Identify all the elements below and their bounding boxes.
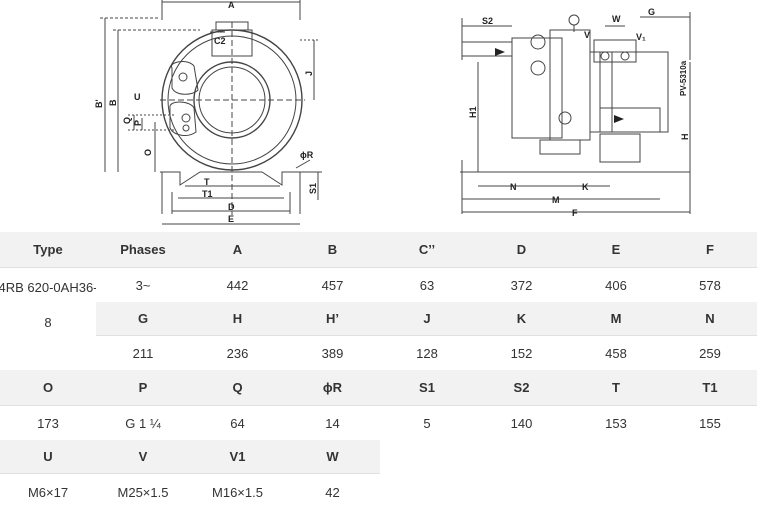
header-cell: D (474, 232, 569, 268)
value-cell: 140 (474, 406, 569, 440)
label-C2: C2 (214, 36, 226, 46)
label-S1: S1 (308, 183, 318, 194)
label-K: K (582, 182, 589, 192)
model-code-label: PV-5310a (679, 60, 688, 96)
value-cell: 153 (569, 406, 663, 440)
value-cell: 372 (474, 268, 569, 302)
type-value-cell: 4RB 620-0AH36- 8 (0, 268, 98, 370)
header-cell: H’ (285, 302, 380, 336)
label-B: B (108, 99, 118, 106)
header-cell: U (0, 440, 96, 474)
label-H1: H1 (468, 106, 478, 118)
value-cell: 152 (474, 336, 569, 370)
label-S2: S2 (482, 16, 493, 26)
label-J: J (304, 71, 314, 76)
header-cell: E (569, 232, 663, 268)
value-cell: 64 (190, 406, 285, 440)
value-cell: 211 (96, 336, 190, 370)
label-V: V (584, 30, 590, 40)
header-cell: P (96, 370, 190, 406)
value-cell: 173 (0, 406, 96, 440)
label-D: D (228, 202, 235, 212)
value-cell: 14 (285, 406, 380, 440)
front-view-drawing (460, 12, 691, 214)
label-T: T (204, 177, 210, 187)
technical-drawing: A B' B C2 J U Q P O T T1 D E ϕR S1 S2 W … (94, 0, 691, 225)
value-cell: 259 (663, 336, 757, 370)
value-cell: 578 (663, 268, 757, 302)
label-F: F (572, 208, 578, 218)
header-cell: T (569, 370, 663, 406)
value-cell: M25×1.5 (96, 474, 190, 510)
header-cell: F (663, 232, 757, 268)
header-cell: J (380, 302, 474, 336)
type-value-line-2: 8 (44, 315, 52, 330)
label-H: H (680, 134, 690, 141)
header-cell: T1 (663, 370, 757, 406)
header-cell: Type (0, 232, 96, 268)
label-N: N (510, 182, 517, 192)
value-cell: 458 (569, 336, 663, 370)
header-cell: B (285, 232, 380, 268)
label-B-prime: B' (94, 99, 104, 108)
value-cell: 389 (285, 336, 380, 370)
value-cell: M6×17 (0, 474, 96, 510)
value-cell: M16×1.5 (190, 474, 285, 510)
label-M: M (552, 195, 560, 205)
header-cell: N (663, 302, 757, 336)
header-cell: V (96, 440, 190, 474)
label-U: U (134, 92, 141, 102)
header-cell: M (569, 302, 663, 336)
header-cell: A (190, 232, 285, 268)
label-G: G (648, 7, 655, 17)
header-cell: H (190, 302, 285, 336)
header-cell: S1 (380, 370, 474, 406)
header-cell: V1 (190, 440, 285, 474)
header-cell: G (96, 302, 190, 336)
label-T1: T1 (202, 189, 213, 199)
label-W: W (612, 14, 621, 24)
label-Q: Q (122, 117, 132, 124)
value-cell: 42 (285, 474, 380, 510)
value-cell: 442 (190, 268, 285, 302)
value-cell: G 1 ¼ (96, 406, 190, 440)
value-cell: 128 (380, 336, 474, 370)
label-A: A (228, 0, 235, 10)
header-cell: Q (190, 370, 285, 406)
header-cell: S2 (474, 370, 569, 406)
value-cell: 63 (380, 268, 474, 302)
value-cell: 155 (663, 406, 757, 440)
side-view-drawing (100, 0, 322, 225)
type-value-line-1: 4RB 620-0AH36- (0, 280, 98, 295)
value-cell: 457 (285, 268, 380, 302)
header-cell: C’’ (380, 232, 474, 268)
value-cell: 236 (190, 336, 285, 370)
value-cell: 3~ (96, 268, 190, 302)
value-cell: 406 (569, 268, 663, 302)
label-V1: V₁ (636, 32, 646, 42)
label-O: O (143, 149, 153, 156)
header-cell: W (285, 440, 380, 474)
header-cell: ϕR (285, 370, 380, 406)
label-phiR: ϕR (300, 150, 314, 160)
label-P: P (133, 120, 143, 126)
header-cell: Phases (96, 232, 190, 268)
header-cell: O (0, 370, 96, 406)
label-E: E (228, 214, 234, 224)
value-cell: 5 (380, 406, 474, 440)
header-cell: K (474, 302, 569, 336)
